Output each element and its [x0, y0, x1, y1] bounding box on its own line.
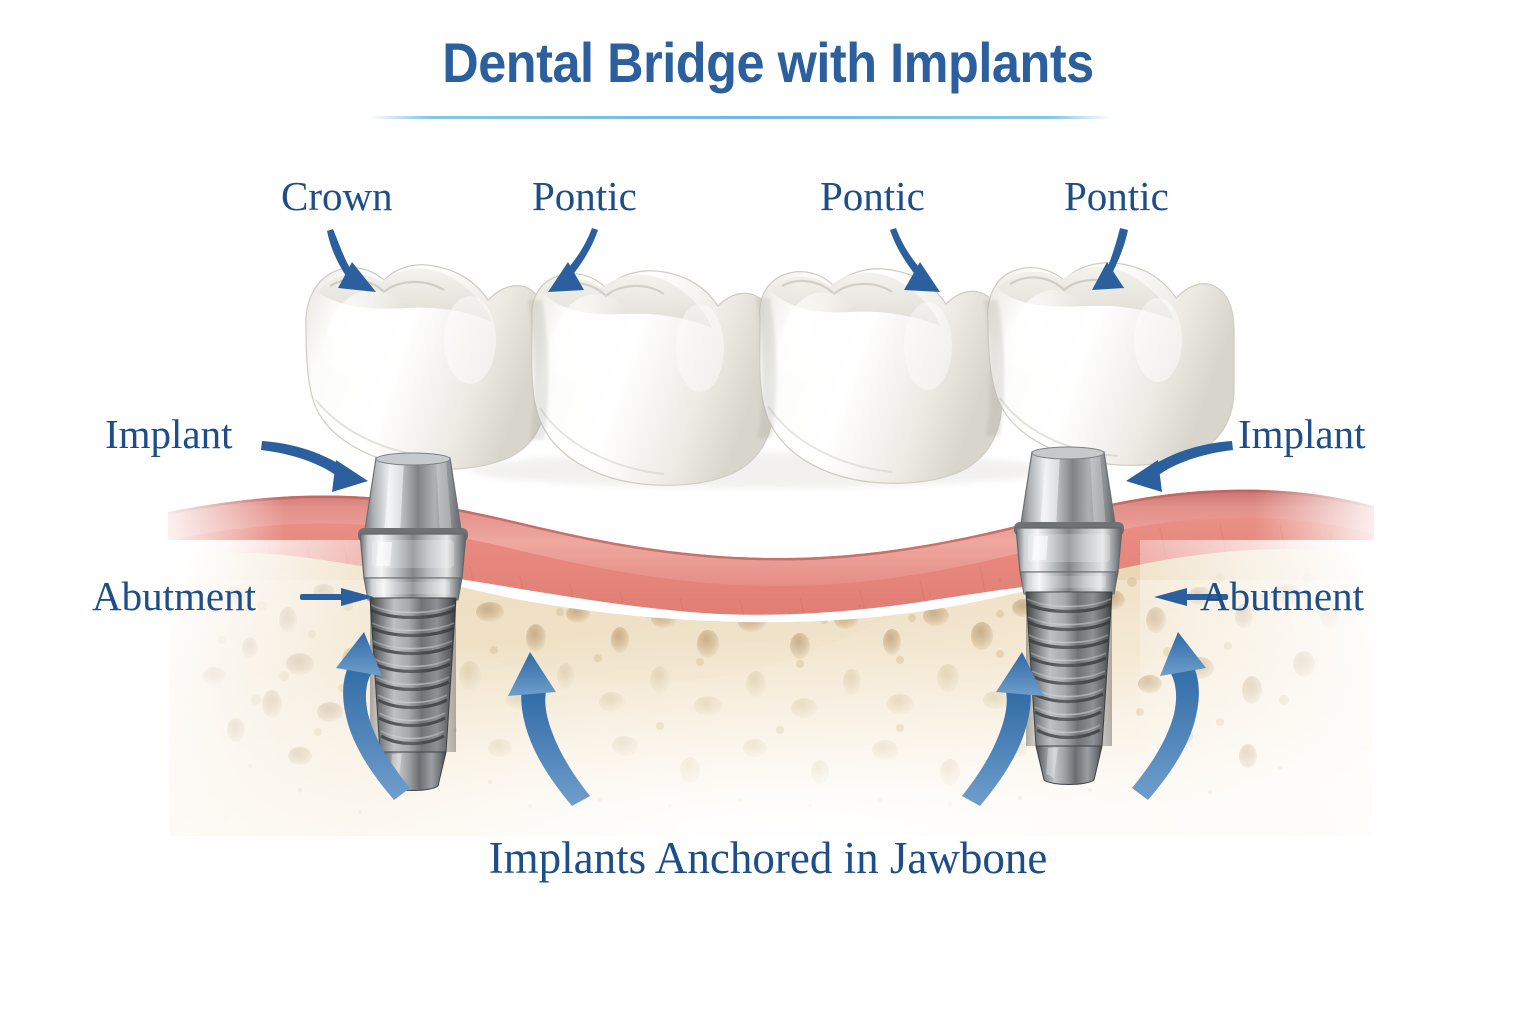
arrow-pontic-2: [890, 228, 940, 292]
label-pontic-2: Pontic: [820, 173, 925, 219]
arrow-implant-left: [261, 441, 368, 492]
label-pontic-1: Pontic: [532, 173, 637, 219]
implant-apex-right: [1035, 745, 1103, 785]
anchor-arrow-right-inner: [962, 652, 1044, 806]
anchor-arrows: [336, 632, 1206, 806]
label-implant-left: Implant: [105, 411, 233, 457]
arrow-pontic-3: [1092, 228, 1128, 290]
caption-implants-anchored: Implants Anchored in Jawbone: [488, 833, 1048, 883]
title-underline-rule: [368, 116, 1112, 119]
label-implant-right: Implant: [1238, 411, 1366, 457]
pontic-tooth-2: [759, 268, 1003, 484]
arrow-abutment-right: [1154, 588, 1228, 606]
anchor-arrow-right-outer: [1132, 632, 1206, 800]
page-title: Dental Bridge with Implants: [442, 31, 1094, 94]
implant-left: [358, 452, 468, 791]
implant-right: [1014, 446, 1124, 785]
arrow-crown: [327, 229, 376, 292]
arrow-pontic-1: [548, 228, 598, 292]
anchor-arrow-left-inner: [508, 652, 590, 806]
label-abutment-left: Abutment: [92, 573, 256, 619]
leader-arrows: [261, 228, 1233, 606]
pontic-tooth-1: [531, 270, 775, 486]
label-pontic-3: Pontic: [1064, 173, 1169, 219]
label-abutment-right: Abutment: [1200, 573, 1364, 619]
dental-bridge: [305, 262, 1235, 488]
label-crown: Crown: [281, 173, 393, 219]
crown-tooth: [305, 264, 547, 470]
pontic-tooth-3: [987, 262, 1235, 466]
arrow-implant-right: [1126, 441, 1233, 492]
anchor-arrow-left-outer: [336, 632, 410, 800]
arrow-abutment-left: [300, 588, 374, 606]
